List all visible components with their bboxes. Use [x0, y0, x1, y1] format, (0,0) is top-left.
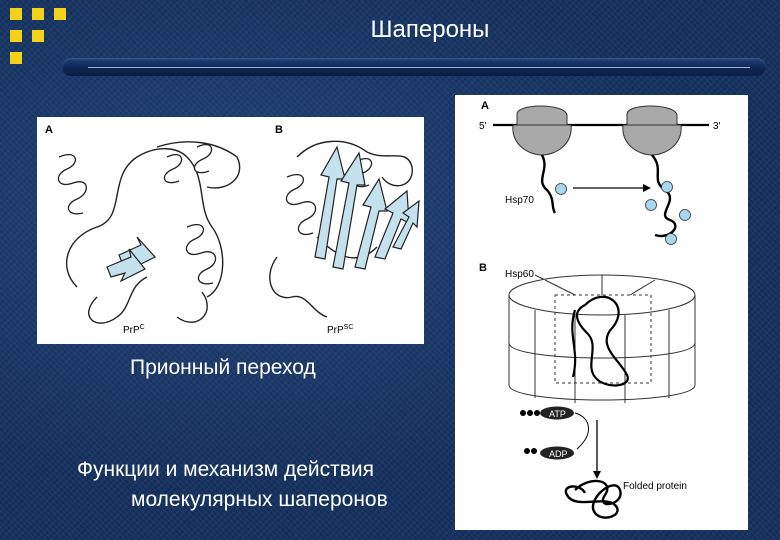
- svg-text:PrPC: PrPC: [123, 324, 145, 336]
- ribosome-2: [622, 105, 682, 156]
- hsp60-cavity: [554, 294, 652, 384]
- chaperone-label-b: B: [479, 262, 487, 274]
- hsp60-label: Hsp60: [505, 269, 534, 280]
- cycle-arrow: [574, 412, 589, 450]
- prion-transition-caption: Прионный переход: [130, 356, 316, 379]
- nascent-chain-2: [651, 154, 677, 238]
- functions-caption-line2: молекулярных шаперонов: [131, 488, 388, 511]
- hsp70-label: Hsp70: [505, 195, 534, 206]
- logo-squares: [10, 8, 72, 66]
- slide-title: Шапероны: [370, 16, 490, 43]
- prpsc-caption: PrPSC: [327, 324, 353, 336]
- prion-structure-figure: A B: [37, 117, 424, 344]
- chaperone-mechanism-figure: A 5' 3' Hsp70 B Hsp60: [455, 95, 748, 530]
- prpc-structure: [66, 141, 241, 324]
- hsp70-molecules: [555, 181, 691, 245]
- folded-protein: [564, 479, 622, 519]
- folding-protein: [571, 295, 629, 387]
- prpc-helices: [57, 144, 217, 285]
- functions-caption-line1: Функции и механизм действия: [77, 458, 375, 481]
- atp-molecule: ATP: [520, 406, 574, 420]
- prion-label-a: A: [45, 124, 53, 136]
- atp-label: ATP: [549, 409, 566, 419]
- adp-label: ADP: [549, 449, 568, 459]
- folded-protein-label: Folded protein: [623, 481, 687, 492]
- prpc-caption: PrPC: [123, 324, 145, 336]
- prpc-beta-arrow-2: [106, 248, 146, 283]
- chaperone-label-a: A: [481, 100, 489, 112]
- title-underline-bar: [62, 58, 766, 76]
- ribosome-1: [512, 105, 572, 156]
- mrna-5-end: 5': [479, 121, 487, 132]
- adp-molecule: ADP: [524, 446, 574, 460]
- prpsc-beta-sheet: [314, 145, 420, 270]
- svg-text:PrPSC: PrPSC: [327, 324, 353, 336]
- prion-label-b: B: [275, 124, 283, 136]
- mrna-3-end: 3': [713, 121, 721, 132]
- nascent-chain-1: [540, 154, 557, 214]
